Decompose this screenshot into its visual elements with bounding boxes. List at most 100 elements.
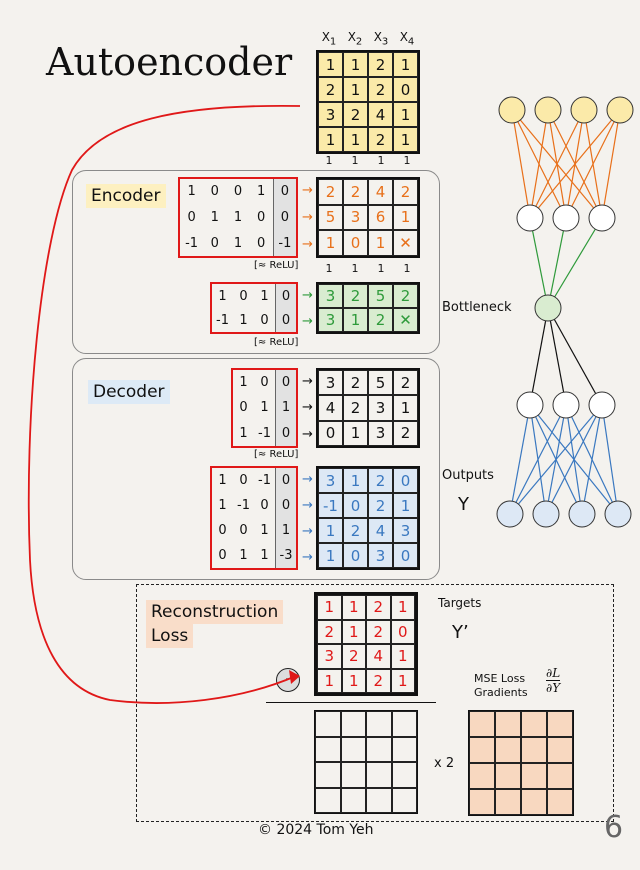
network-edge xyxy=(509,404,603,515)
network-node xyxy=(496,500,524,528)
h-cell: 4 xyxy=(318,395,343,421)
z1-cell: 2 xyxy=(318,179,343,205)
w4-cell: -1 xyxy=(258,473,271,488)
target-cell: 3 xyxy=(317,644,342,669)
gradient-cell xyxy=(469,737,495,763)
target-cell: 1 xyxy=(341,619,366,644)
residual-cell xyxy=(315,736,341,762)
gradient-cell xyxy=(521,789,547,815)
network-node xyxy=(570,96,598,124)
bias-one: 1 xyxy=(325,154,333,167)
gradient-cell xyxy=(521,711,547,737)
input-cell: 2 xyxy=(368,77,393,102)
arrow-glyph: → xyxy=(302,427,313,443)
output-cell: 2 xyxy=(368,493,393,518)
target-cell: 1 xyxy=(390,595,415,620)
input-cell: 1 xyxy=(343,77,368,102)
gradient-numerator: ∂L xyxy=(546,666,561,681)
relu-note-2: [≈ ReLU] xyxy=(254,337,299,348)
gradient-cell xyxy=(521,737,547,763)
loss-label-line1: Reconstruction xyxy=(146,600,284,624)
z1-cell: 4 xyxy=(368,179,393,205)
w4-cell: 0 xyxy=(260,498,269,513)
input-cell: 1 xyxy=(318,52,343,77)
z1-cell: 1 xyxy=(318,230,343,256)
w4-cell: 1 xyxy=(218,498,227,513)
target-cell: 2 xyxy=(341,644,366,669)
output-cell: 3 xyxy=(393,518,418,543)
h-cell: 2 xyxy=(343,370,368,396)
input-cell: 2 xyxy=(318,77,343,102)
header-x4: X4 xyxy=(399,30,415,48)
input-cell: 1 xyxy=(343,52,368,77)
arrow-glyph: → xyxy=(302,313,313,329)
target-cell: 1 xyxy=(317,595,342,620)
h-cell: 2 xyxy=(393,370,418,396)
subtraction-line xyxy=(266,702,436,703)
gradient-cell xyxy=(495,737,521,763)
network-edge xyxy=(529,109,549,219)
z1-cell: 1 xyxy=(368,230,393,256)
w1-cell: 1 xyxy=(210,209,219,225)
bottleneck-arrows: →→ xyxy=(302,282,313,334)
z1-cell: 1 xyxy=(393,204,418,231)
w4-cell: 0 xyxy=(239,473,248,488)
input-cell: 1 xyxy=(393,52,418,77)
bottleneck-cell: 3 xyxy=(318,284,343,308)
arrow-glyph: → xyxy=(302,287,313,303)
w3-cell: 1 xyxy=(239,375,248,391)
bottleneck-cell: 2 xyxy=(393,284,418,308)
gradient-cell xyxy=(469,789,495,815)
residual-matrix xyxy=(314,710,418,814)
network-node xyxy=(588,391,616,419)
residual-cell xyxy=(391,787,417,813)
w4-cell: 0 xyxy=(218,523,227,538)
output-cell: 1 xyxy=(343,468,368,493)
decoder-arrows-2: →→→→ xyxy=(302,466,313,570)
gradient-cell xyxy=(469,763,495,789)
residual-cell xyxy=(366,736,392,762)
input-cell: 0 xyxy=(393,77,418,102)
w2-cell: 1 xyxy=(218,288,227,304)
z1-cell: ✕ xyxy=(393,230,418,256)
bottleneck-cell: 2 xyxy=(368,308,393,332)
target-cell: 2 xyxy=(317,619,342,644)
residual-cell xyxy=(391,736,417,762)
bottleneck-label: Bottleneck xyxy=(442,300,512,315)
mse-label: MSE Loss Gradients xyxy=(474,672,528,701)
bias-one: 1 xyxy=(351,262,359,275)
bottleneck-cell: 3 xyxy=(318,308,343,332)
w2-cell: -1 xyxy=(216,312,229,328)
w1-cell: 0 xyxy=(257,209,266,225)
gradient-cell xyxy=(495,763,521,789)
network-edge xyxy=(529,217,549,309)
w3-cell: 0 xyxy=(239,400,248,416)
w4-cell: 0 xyxy=(239,523,248,538)
input-cell: 1 xyxy=(393,102,418,127)
w1-cell: 1 xyxy=(187,184,196,200)
w1-cell: 0 xyxy=(210,235,219,251)
gradient-matrix xyxy=(468,710,574,816)
w2-cell: 0 xyxy=(275,284,296,308)
w4-cell: 0 xyxy=(275,468,296,493)
input-cell: 2 xyxy=(368,52,393,77)
network-node xyxy=(516,391,544,419)
w3-cell: 0 xyxy=(275,370,296,396)
targets-symbol: Y’ xyxy=(452,622,469,643)
residual-cell xyxy=(366,711,392,737)
gradient-cell xyxy=(469,711,495,737)
gradient-cell xyxy=(547,737,573,763)
network-edge xyxy=(547,217,603,309)
times-two: x 2 xyxy=(434,756,455,771)
w1-cell: 1 xyxy=(233,209,243,225)
mse-label-line2: Gradients xyxy=(474,686,528,700)
residual-cell xyxy=(366,787,392,813)
reconstruction-loss-label: Reconstruction Loss xyxy=(146,600,284,648)
output-cell: 2 xyxy=(343,518,368,543)
z1-cell: 6 xyxy=(368,204,393,231)
